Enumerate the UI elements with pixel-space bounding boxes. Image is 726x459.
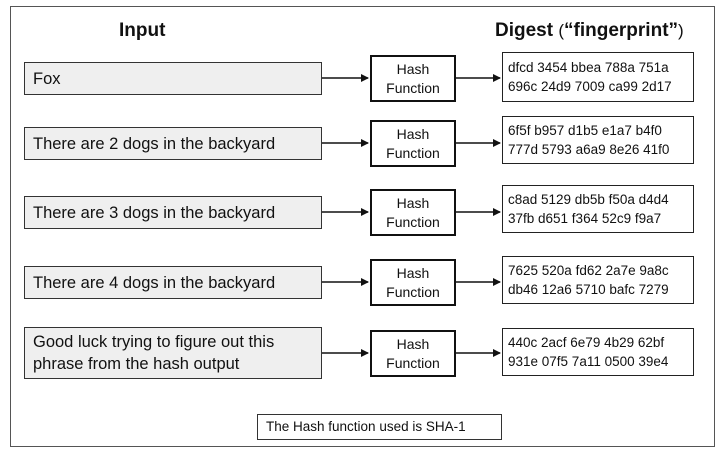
digest-line: c8ad 5129 db5b f50a d4d4 (508, 192, 669, 207)
digest-box: dfcd 3454 bbea 788a 751a 696c 24d9 7009 … (502, 52, 694, 102)
connector-arrows (322, 74, 501, 357)
digest-line: 696c 24d9 7009 ca99 2d17 (508, 79, 672, 94)
digest-column-heading: Digest (“fingerprint”) (495, 20, 684, 42)
digest-box: 7625 520a fd62 2a7e 9a8c db46 12a6 5710 … (502, 256, 694, 304)
input-box-good-luck: Good luck trying to figure out this phra… (24, 327, 322, 379)
sha1-note-text: The Hash function used is SHA-1 (266, 419, 466, 434)
input-heading-text: Input (119, 20, 166, 41)
diagram-frame (10, 6, 715, 447)
digest-heading-paren-close: ) (678, 21, 684, 40)
hash-function-box: Hash Function (370, 330, 456, 377)
digest-line: db46 12a6 5710 bafc 7279 (508, 282, 669, 297)
hash-line: Function (386, 283, 440, 300)
hash-line: Function (386, 79, 440, 96)
digest-line: 931e 07f5 7a11 0500 39e4 (508, 354, 669, 369)
hash-line: Function (386, 144, 440, 161)
hash-line: Hash (396, 194, 430, 211)
digest-heading-quoted: “fingerprint” (564, 20, 679, 41)
input-line: Good luck trying to figure out this (33, 333, 275, 351)
digest-line: 777d 5793 a6a9 8e26 41f0 (508, 142, 670, 157)
input-box-fox: Fox (24, 62, 322, 95)
hash-line: Hash (396, 125, 430, 142)
hash-line: Function (386, 213, 440, 230)
digest-line: 37fb d651 f364 52c9 f9a7 (508, 211, 662, 226)
digest-box: 440c 2acf 6e79 4b29 62bf 931e 07f5 7a11 … (502, 328, 694, 376)
digest-line: dfcd 3454 bbea 788a 751a (508, 60, 669, 75)
input-box-4-dogs: There are 4 dogs in the backyard (24, 266, 322, 299)
hash-function-box: Hash Function (370, 259, 456, 306)
input-box-2-dogs: There are 2 dogs in the backyard (24, 127, 322, 160)
digest-line: 440c 2acf 6e79 4b29 62bf (508, 335, 665, 350)
digest-heading-paren-open: ( (558, 21, 565, 40)
hash-line: Hash (396, 264, 430, 281)
sha1-note-box: The Hash function used is SHA-1 (257, 414, 502, 440)
hash-function-box: Hash Function (370, 189, 456, 236)
input-line: There are 2 dogs in the backyard (33, 134, 276, 153)
hash-line: Hash (396, 335, 430, 352)
hash-function-box: Hash Function (370, 120, 456, 167)
digest-box: c8ad 5129 db5b f50a d4d4 37fb d651 f364 … (502, 185, 694, 233)
hash-function-box: Hash Function (370, 55, 456, 102)
input-box-3-dogs: There are 3 dogs in the backyard (24, 196, 322, 229)
input-line: There are 4 dogs in the backyard (33, 273, 276, 292)
input-column-heading: Input (119, 20, 165, 42)
digest-line: 6f5f b957 d1b5 e1a7 b4f0 (508, 123, 662, 138)
hash-line: Function (386, 354, 440, 371)
digest-line: 7625 520a fd62 2a7e 9a8c (508, 263, 669, 278)
hash-line: Hash (396, 60, 430, 77)
digest-heading-text: Digest (495, 20, 554, 41)
digest-box: 6f5f b957 d1b5 e1a7 b4f0 777d 5793 a6a9 … (502, 116, 694, 164)
input-line: phrase from the hash output (33, 355, 240, 373)
input-line: Fox (33, 69, 61, 88)
input-line: There are 3 dogs in the backyard (33, 203, 276, 222)
